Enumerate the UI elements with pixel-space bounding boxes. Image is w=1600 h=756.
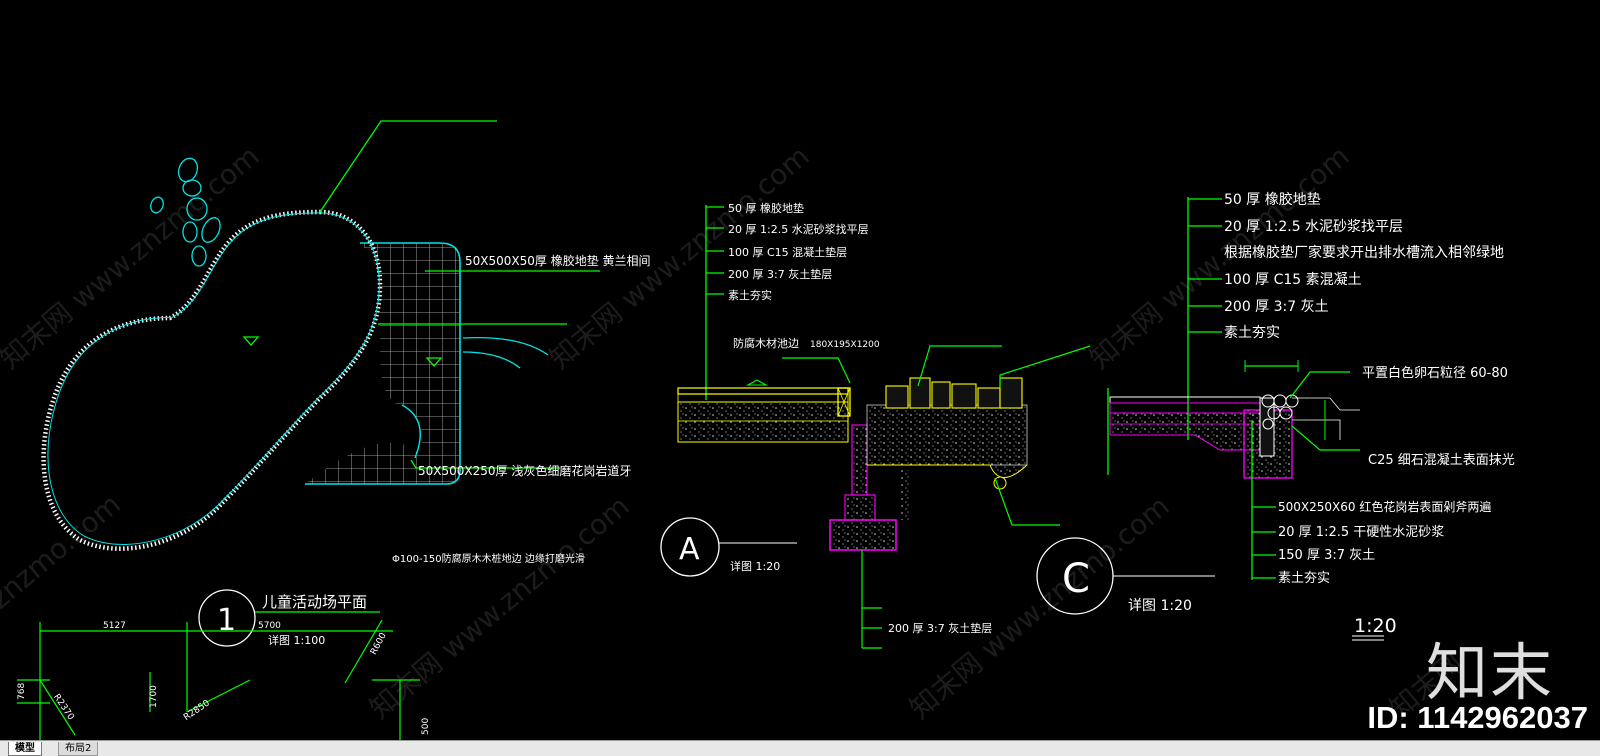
section-a-layer-5: 素土夯实 [728, 288, 772, 302]
section-a-layer-3: 100 厚 C15 混凝土垫层 [728, 245, 847, 259]
tab-model[interactable]: 模型 [8, 742, 42, 756]
section-a-bottom-label: 200 厚 3:7 灰土垫层 [888, 621, 992, 635]
section-c-layer-3: 根据橡胶垫厂家要求开出排水槽流入相邻绿地 [1224, 244, 1504, 261]
section-c-layer-4: 100 厚 C15 素混凝土 [1224, 272, 1362, 288]
section-c-scale: 详图 1:20 [1128, 598, 1192, 614]
dim-5127: 5127 [103, 621, 126, 631]
section-c-layer-5: 200 厚 3:7 灰土 [1224, 299, 1329, 315]
sandpit-outline [41, 209, 383, 551]
rubber-pad-label: 50X500X50厚 橡胶地垫 黄兰相间 [465, 253, 651, 268]
dim-1700: 1700 [149, 685, 159, 708]
section-c-layer-1: 50 厚 橡胶地垫 [1224, 191, 1321, 208]
section-c-detail: 50 厚 橡胶地垫 20 厚 1:2.5 水泥砂浆找平层 根据橡胶垫厂家要求开出… [1036, 191, 1515, 615]
plan-title: 儿童活动场平面 [262, 593, 367, 611]
playground-plan: 50X500X50厚 橡胶地垫 黄兰相间 50X500X250厚 浅灰色细磨花岗… [17, 120, 651, 740]
section-a-layer-2: 20 厚 1:2.5 水泥砂浆找平层 [728, 222, 869, 236]
pebble-label: 平置白色卵石粒径 60-80 [1362, 365, 1508, 381]
dimension-lines [17, 619, 420, 740]
scale-note: 1:20 [1354, 615, 1397, 637]
section-a-scale: 详图 1:20 [730, 559, 780, 573]
section-c-lower-1: 500X250X60 红色花岗岩表面剁斧两遍 [1278, 499, 1491, 514]
watermark-logo: 知末 [1425, 636, 1554, 709]
svg-text:znzmo.com: znzmo.com [0, 487, 127, 615]
section-a-detail: 50 厚 橡胶地垫 20 厚 1:2.5 水泥砂浆找平层 100 厚 C15 混… [660, 201, 1091, 649]
pebbles [1261, 394, 1299, 430]
stepping-stones [150, 157, 221, 267]
section-c-lower-4: 素土夯实 [1278, 571, 1330, 586]
dim-r2370: R2370 [51, 692, 76, 722]
dim-500: 500 [421, 718, 431, 735]
rubber-pad-grid [305, 242, 461, 485]
dim-5700: 5700 [258, 621, 281, 631]
section-c-letter: C [1062, 556, 1090, 602]
svg-text:知末网 www.znzmo.com: 知末网 www.znzmo.com [0, 139, 266, 375]
section-a-letter: A [679, 532, 700, 567]
section-c-lower-3: 150 厚 3:7 灰土 [1278, 548, 1375, 563]
section-c-lower-2: 20 厚 1:2.5 干硬性水泥砂浆 [1278, 525, 1444, 540]
section-c-layer-2: 20 厚 1:2.5 水泥砂浆找平层 [1224, 219, 1403, 235]
granite-curb-label: 50X500X250厚 浅灰色细磨花岗岩道牙 [418, 463, 631, 478]
layout-tab-bar: 模型 布局2 [0, 740, 1600, 756]
log-edge-label: Φ100-150防腐原木木桩地边 边缘打磨光滑 [392, 552, 585, 565]
dim-768: 768 [17, 683, 27, 700]
svg-text:知末网 www.znzmo.com: 知末网 www.znzmo.com [363, 489, 635, 725]
timber-logs [885, 377, 1023, 409]
cad-drawing-canvas[interactable]: 知末网 www.znzmo.com 知末网 www.znzmo.com 知末网 … [0, 0, 1600, 740]
tab-layout2[interactable]: 布局2 [58, 742, 99, 756]
plan-number: 1 [217, 603, 236, 638]
concrete-finish-label: C25 细石混凝土表面抹光 [1368, 452, 1515, 468]
dim-r600: R600 [369, 631, 389, 657]
section-a-layer-1: 50 厚 橡胶地垫 [728, 201, 804, 215]
section-c-layer-6: 素土夯实 [1224, 325, 1280, 341]
timber-edge-label: 防腐木材池边 [733, 336, 799, 350]
timber-size-label: 180X195X1200 [810, 340, 880, 350]
plan-scale: 详图 1:100 [268, 633, 325, 647]
section-a-layer-4: 200 厚 3:7 灰土垫层 [728, 267, 832, 281]
watermark-id: ID: 1142962037 [1367, 700, 1588, 735]
